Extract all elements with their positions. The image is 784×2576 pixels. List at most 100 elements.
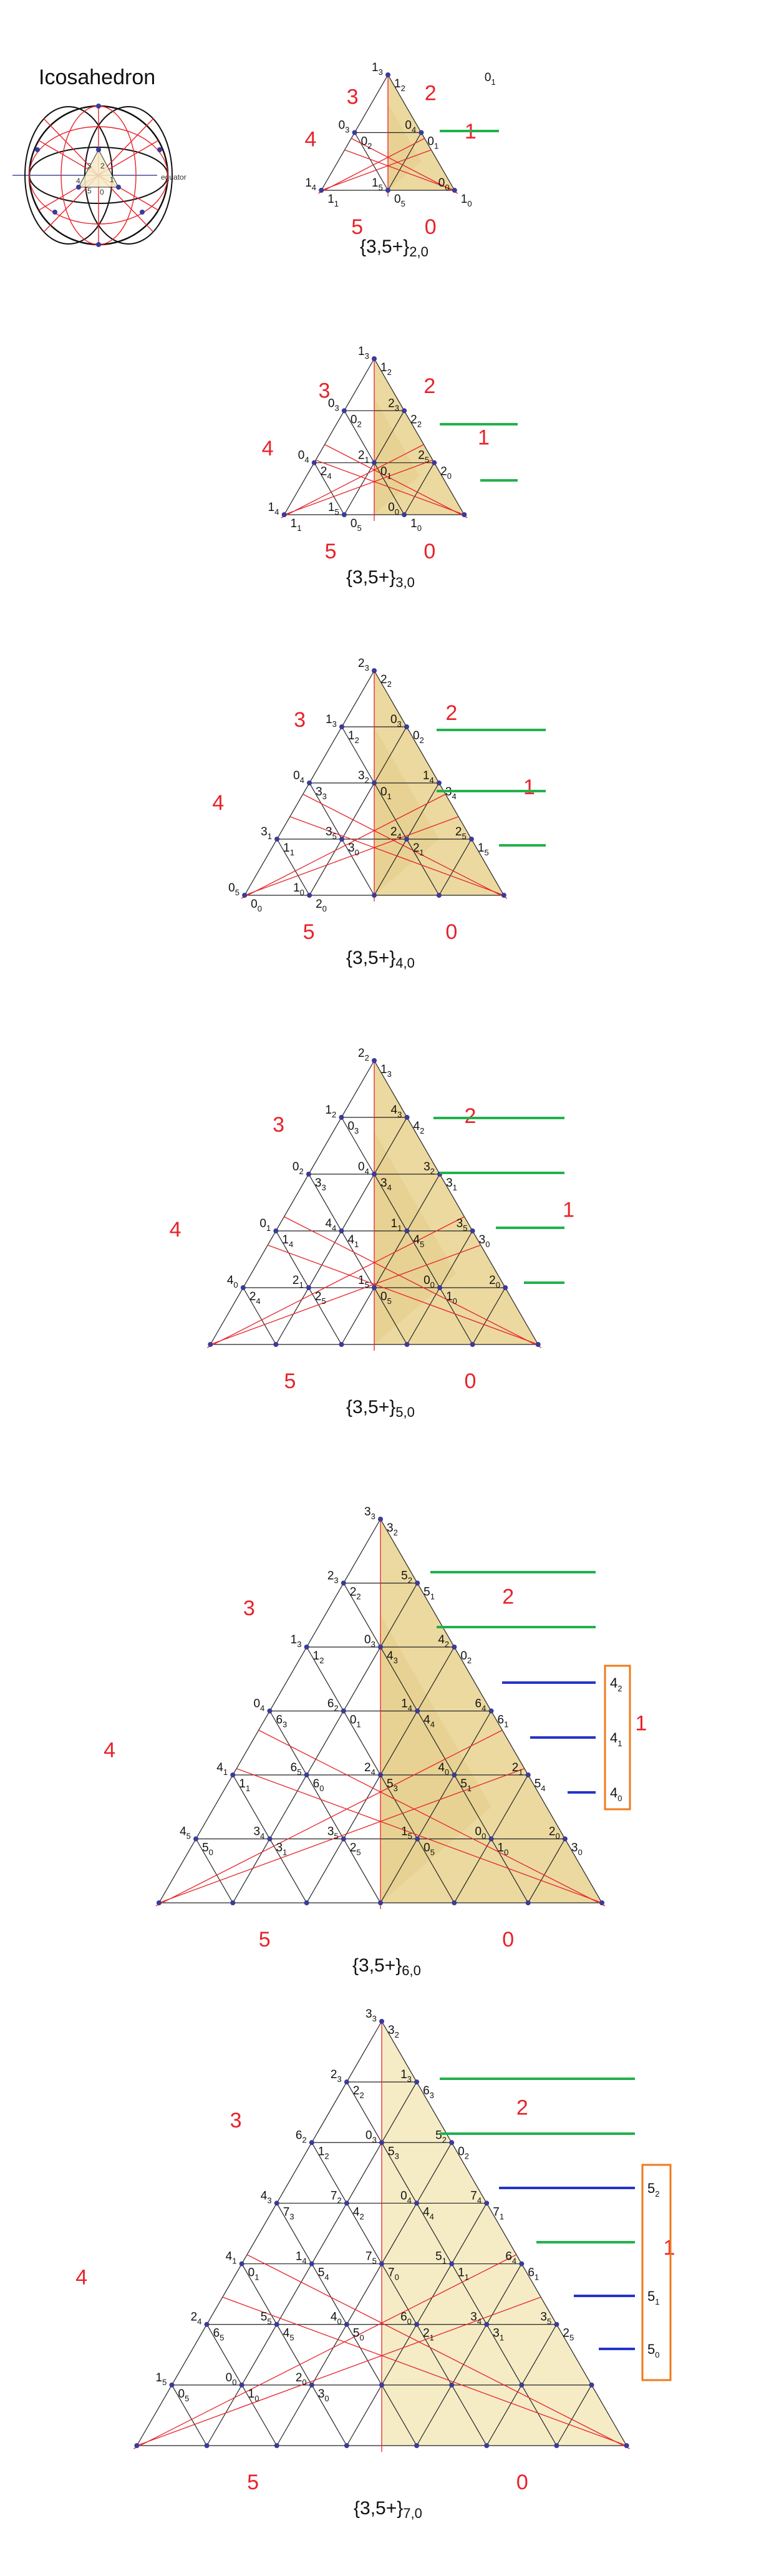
red-diagonal: [133, 2254, 517, 2449]
node: [339, 837, 345, 842]
vertex-label: 30: [318, 2388, 329, 2403]
sector-label: 3: [273, 1113, 284, 1137]
vertex-label: 20: [440, 465, 452, 481]
panel-caption: {3,5+}6,0: [352, 1955, 421, 1978]
vertex-label: 55: [261, 2311, 272, 2326]
sphere-red-ellipse: [29, 126, 168, 225]
sector-label: 3: [319, 379, 331, 403]
node: [344, 2443, 349, 2448]
vertex-label: 04: [400, 2189, 412, 2205]
sphere-face: [78, 148, 119, 188]
node: [344, 2200, 349, 2206]
node: [488, 1836, 494, 1842]
vertex-label: 05: [380, 1290, 392, 1306]
vertex-label: 50: [353, 2327, 364, 2343]
grid-diagonal: [341, 726, 440, 896]
node: [436, 893, 442, 898]
node: [404, 724, 409, 729]
sector-label: 2: [516, 2096, 528, 2120]
sector-label: 1: [478, 426, 490, 450]
node: [404, 837, 409, 842]
node: [372, 1058, 377, 1063]
vertex-label: 75: [365, 2250, 377, 2266]
vertex-label: 30: [479, 1233, 490, 1249]
vertex-label: 00: [423, 1274, 435, 1290]
node: [309, 2261, 314, 2267]
node: [267, 1836, 273, 1842]
sector-label: 5: [325, 540, 337, 563]
shaded-inner: [380, 1615, 491, 1903]
vertex-label: 04: [298, 449, 309, 465]
red-diagonal: [246, 2254, 630, 2449]
node: [404, 1228, 410, 1233]
equator-label: equator: [161, 173, 186, 182]
grid-diagonal: [341, 1174, 440, 1345]
vertex-label: 12: [380, 361, 392, 377]
shaded-inner: [374, 1131, 457, 1344]
vertex-label: 12: [318, 2145, 329, 2160]
grid-diagonal: [374, 358, 465, 515]
red-lines: [207, 1061, 541, 1351]
vertex-label: 01: [350, 1714, 361, 1729]
sector-label: 5: [247, 2471, 259, 2494]
node: [449, 2140, 455, 2146]
node: [378, 1772, 383, 1777]
triangle-panels: 13120302040114111505001032145001{3,5+}2,…: [75, 61, 675, 2521]
red-lines: [155, 1519, 606, 1909]
vertex-label: 01: [380, 465, 392, 481]
node: [341, 1836, 346, 1842]
red-diagonal: [155, 1729, 503, 1907]
node: [503, 1285, 508, 1290]
sector-label: 4: [104, 1738, 115, 1762]
node: [339, 724, 345, 729]
orange-box: [604, 1665, 631, 1810]
grid-diagonal: [241, 2263, 347, 2446]
red-lines: [241, 671, 508, 902]
triangle-panel-p4: 2322131203020433320114343111353024212515…: [212, 657, 546, 971]
vertex-label: 62: [327, 1698, 339, 1713]
node: [379, 2261, 384, 2267]
vertex-label: 05: [228, 882, 240, 897]
grid-diagonal: [276, 838, 310, 896]
node: [414, 2079, 420, 2085]
vertex-label: 15: [478, 842, 489, 857]
node: [304, 1645, 309, 1650]
vertex-label: 54: [535, 1777, 546, 1793]
vertex-label: 70: [388, 2267, 399, 2282]
grid-diagonal: [404, 462, 435, 515]
node: [274, 2200, 279, 2206]
vertex-label: 05: [178, 2388, 189, 2403]
node: [307, 893, 312, 898]
vertex-label: 64: [505, 2250, 516, 2266]
grid-diagonal: [232, 1583, 418, 1903]
red-diagonal: [284, 1216, 541, 1348]
vertex-label: 22: [350, 1586, 361, 1601]
sector-label: 2: [445, 701, 457, 725]
vertex-label: 04: [293, 769, 304, 785]
node: [452, 1772, 457, 1777]
grid-diagonal: [381, 2021, 627, 2446]
sphere-face-label: 5: [87, 187, 92, 195]
vertex-label: 01: [380, 785, 392, 801]
node: [470, 1228, 475, 1233]
node: [378, 1517, 383, 1522]
vertex-label: 11: [291, 517, 302, 533]
node: [415, 1836, 420, 1842]
vertex-label: 21: [423, 2327, 434, 2343]
vertex-label: 61: [528, 2267, 539, 2282]
triangle-panel-p7: 3332232213636212035352024373724204447471…: [75, 2008, 675, 2521]
vertex-label: 22: [358, 1047, 369, 1062]
node: [379, 2019, 384, 2024]
node: [341, 408, 347, 414]
node: [230, 1900, 236, 1905]
grid-diagonal: [472, 1287, 506, 1345]
node: [449, 2261, 455, 2267]
vertex-label: 13: [326, 713, 337, 729]
vertex-label: 32: [387, 1522, 398, 1537]
node: [562, 1836, 568, 1842]
grid-lines: [284, 358, 465, 515]
vertex-label: 20: [489, 1274, 500, 1290]
node: [306, 1285, 311, 1290]
node: [274, 837, 280, 842]
